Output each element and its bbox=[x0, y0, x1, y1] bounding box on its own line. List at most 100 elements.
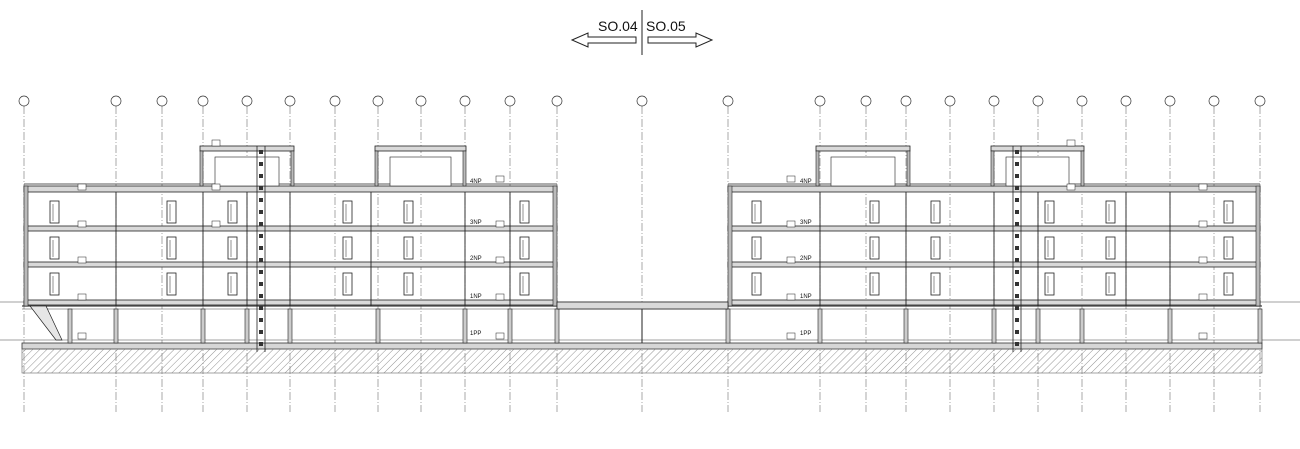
floor-label: 1NP bbox=[800, 294, 812, 300]
floor-label: 4NP bbox=[800, 179, 812, 185]
pavilion-roof bbox=[815, 145, 911, 152]
floor-label: 4NP bbox=[470, 179, 482, 185]
grid-axis-bubble bbox=[284, 95, 296, 107]
grid-axis-bubble bbox=[722, 95, 734, 107]
door bbox=[930, 200, 941, 224]
grid-axis-bubble bbox=[372, 95, 384, 107]
foundation bbox=[0, 301, 1300, 374]
door bbox=[403, 200, 414, 224]
level-marker bbox=[77, 256, 87, 264]
grid-axis-bubble bbox=[459, 95, 471, 107]
grid-axis-bubble bbox=[988, 95, 1000, 107]
grid-axis-bubble bbox=[860, 95, 872, 107]
basement-column bbox=[244, 308, 250, 344]
door bbox=[1223, 200, 1234, 224]
basement-column bbox=[991, 308, 997, 344]
grid-axis-bubble bbox=[551, 95, 563, 107]
floor-label: 1PP bbox=[470, 331, 481, 337]
floor-labels-left: 4NP 3NP 2NP 1NP 1PP bbox=[470, 179, 482, 337]
level-marker bbox=[1198, 293, 1208, 301]
door bbox=[227, 272, 238, 296]
level-marker bbox=[1198, 332, 1208, 340]
grid-axis-bubble bbox=[1120, 95, 1132, 107]
grid-axis-bubble bbox=[1164, 95, 1176, 107]
door bbox=[403, 236, 414, 260]
grid-axis-bubble bbox=[900, 95, 912, 107]
basement-column bbox=[200, 308, 206, 344]
level-marker bbox=[495, 293, 505, 301]
door bbox=[166, 200, 177, 224]
basement-column bbox=[462, 308, 468, 344]
pavilion-roof bbox=[199, 145, 295, 152]
level-marker bbox=[1066, 139, 1076, 147]
grid-axis-bubble bbox=[241, 95, 253, 107]
basement-column bbox=[507, 308, 513, 344]
level-marker bbox=[77, 220, 87, 228]
door bbox=[166, 272, 177, 296]
basement-column bbox=[817, 308, 823, 344]
door bbox=[519, 200, 530, 224]
level-marker bbox=[495, 256, 505, 264]
basement-column bbox=[1035, 308, 1041, 344]
building-so05 bbox=[725, 139, 1263, 352]
basement-column bbox=[903, 308, 909, 344]
grid-axis-bubble bbox=[18, 95, 30, 107]
door bbox=[1223, 236, 1234, 260]
level-marker bbox=[786, 332, 796, 340]
grid-axis-bubble bbox=[1254, 95, 1266, 107]
door bbox=[1044, 200, 1055, 224]
door bbox=[1105, 272, 1116, 296]
pavilion-roof bbox=[990, 145, 1085, 152]
connecting-slab bbox=[556, 301, 729, 310]
level-marker bbox=[786, 175, 796, 183]
basement-column bbox=[287, 308, 293, 344]
basement-column bbox=[1167, 308, 1173, 344]
outer-wall bbox=[1255, 185, 1261, 307]
section-arrows bbox=[570, 10, 714, 55]
door bbox=[1044, 272, 1055, 296]
floor-label: 1PP bbox=[800, 331, 811, 337]
door bbox=[342, 272, 353, 296]
floor-label: 2NP bbox=[800, 256, 812, 262]
grid-axis-bubble bbox=[814, 95, 826, 107]
grid-axis-bubble bbox=[944, 95, 956, 107]
door bbox=[1044, 236, 1055, 260]
door bbox=[49, 200, 60, 224]
door bbox=[342, 200, 353, 224]
arrow-right-icon bbox=[647, 32, 714, 48]
level-marker bbox=[1066, 183, 1076, 191]
door bbox=[227, 200, 238, 224]
level-marker bbox=[786, 293, 796, 301]
level-marker bbox=[1198, 256, 1208, 264]
floor-label: 1NP bbox=[470, 294, 482, 300]
grid-axis-bubble bbox=[110, 95, 122, 107]
grid-axis-bubble bbox=[1076, 95, 1088, 107]
grid-axis-bubble bbox=[1032, 95, 1044, 107]
level-marker bbox=[495, 175, 505, 183]
level-marker bbox=[77, 293, 87, 301]
door bbox=[751, 236, 762, 260]
basement-column bbox=[554, 308, 560, 344]
building-so04 bbox=[23, 139, 560, 352]
floor-slab bbox=[23, 261, 558, 268]
grid-axis-bubble bbox=[1208, 95, 1220, 107]
floor-slab bbox=[23, 299, 558, 306]
level-marker bbox=[495, 332, 505, 340]
level-marker bbox=[211, 220, 221, 228]
level-marker bbox=[1198, 183, 1208, 191]
outer-wall bbox=[727, 185, 733, 307]
arrow-left-icon bbox=[570, 32, 637, 48]
door bbox=[166, 236, 177, 260]
floor-labels-right: 4NP 3NP 2NP 1NP 1PP bbox=[800, 179, 812, 337]
door bbox=[403, 272, 414, 296]
pavilion-roof bbox=[374, 145, 467, 152]
floor-slab bbox=[23, 225, 558, 232]
floor-label: 3NP bbox=[470, 220, 482, 226]
door bbox=[930, 236, 941, 260]
door bbox=[869, 236, 880, 260]
level-marker bbox=[211, 139, 221, 147]
door bbox=[1223, 272, 1234, 296]
section-label-so04: SO.04 bbox=[598, 18, 638, 34]
basement-column bbox=[1079, 308, 1085, 344]
